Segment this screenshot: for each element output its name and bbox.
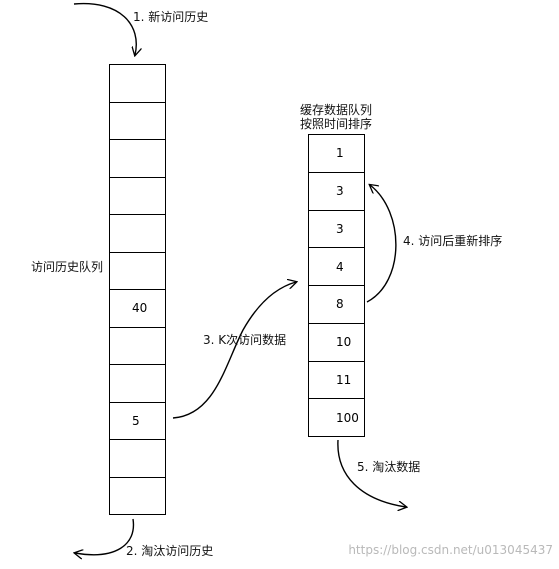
history-queue-label: 访问历史队列 xyxy=(31,260,104,274)
arrow-evict-history xyxy=(75,518,135,555)
cache-queue-cell: 8 xyxy=(308,285,365,324)
step1-label: 1. 新访问历史 xyxy=(133,10,209,24)
cache-queue-cell: 3 xyxy=(308,209,365,249)
watermark: https://blog.csdn.net/u013045437 xyxy=(348,543,553,557)
cache-queue-title-line1: 缓存数据队列 xyxy=(300,103,373,117)
cache-queue-cell: 10 xyxy=(308,322,365,362)
history-queue-cell: 5 xyxy=(109,401,166,440)
cache-queue-cell: 4 xyxy=(308,247,365,286)
step4-label: 4. 访问后重新排序 xyxy=(403,234,503,248)
history-queue-cell xyxy=(109,439,166,478)
history-queue-cell xyxy=(109,326,166,365)
cache-queue-title-line2: 按照时间排序 xyxy=(300,117,373,131)
cache-queue-cell: 11 xyxy=(308,360,365,400)
history-queue-cell xyxy=(109,364,166,403)
history-queue-cell xyxy=(109,214,166,253)
arrow-k-access xyxy=(172,282,296,419)
history-queue-cell xyxy=(109,139,166,178)
cache-queue-cell: 3 xyxy=(308,171,365,211)
cache-queue-cell: 100 xyxy=(308,398,365,437)
history-queue-cell xyxy=(109,64,166,103)
step3-label: 3. K次访问数据 xyxy=(203,333,287,347)
history-queue-cell xyxy=(109,251,166,290)
arrow-evict-data xyxy=(337,439,406,507)
cache-queue-cell: 1 xyxy=(308,134,365,173)
history-queue-cell xyxy=(109,101,166,140)
step5-label: 5. 淘汰数据 xyxy=(357,460,421,474)
history-queue-cell: 40 xyxy=(109,289,166,328)
history-queue-cell xyxy=(109,176,166,215)
step2-label: 2. 淘汰访问历史 xyxy=(126,544,214,558)
arrow-reorder xyxy=(366,185,397,303)
arrow-new-history xyxy=(73,2,136,55)
history-queue-cell xyxy=(109,476,166,515)
